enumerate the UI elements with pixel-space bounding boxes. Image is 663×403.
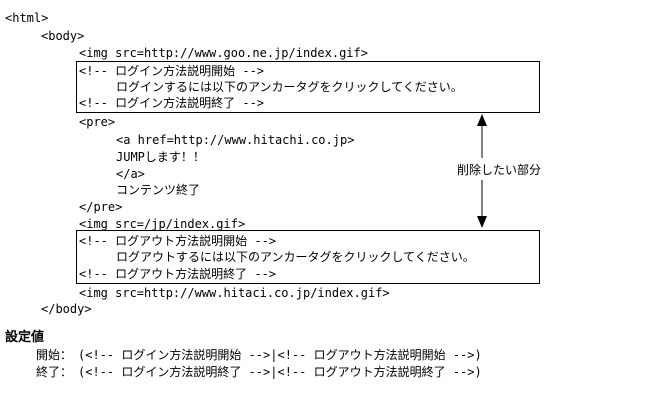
code-line-jump: JUMPします！！ xyxy=(116,150,205,164)
settings-start-value: (<!-- ログイン方法説明開始 -->|<!-- ログアウト方法説明開始 --… xyxy=(78,348,482,362)
code-line-body-open: <body> xyxy=(41,29,85,43)
code-line-pre-close: </pre> xyxy=(79,200,123,214)
code-line-anchor-close: </a> xyxy=(116,167,145,181)
settings-end-value: (<!-- ログイン方法説明終了 -->|<!-- ログアウト方法説明終了 --… xyxy=(78,365,482,379)
settings-start-label: 開始： xyxy=(36,348,73,362)
code-line-logout-text: ログアウトするには以下のアンカータグをクリックしてください。 xyxy=(116,250,475,264)
code-line-login-start: <!-- ログイン方法説明開始 --> xyxy=(79,64,265,78)
code-line-logout-start: <!-- ログアウト方法説明開始 --> xyxy=(79,234,277,248)
code-line-img1: <img src=http://www.goo.ne.jp/index.gif> xyxy=(79,46,368,60)
code-line-img2: <img src=/jp/index.gif> xyxy=(79,217,246,231)
settings-end-label: 終了： xyxy=(36,365,73,379)
login-comment-box xyxy=(76,61,540,113)
code-line-content-end: コンテンツ終了 xyxy=(116,183,201,197)
settings-heading: 設定値 xyxy=(5,330,45,345)
code-line-pre-open: <pre> xyxy=(79,115,116,129)
delete-target-label: 削除したい部分 xyxy=(457,163,542,177)
code-line-login-end: <!-- ログイン方法説明終了 --> xyxy=(79,96,265,110)
code-line-anchor-open: <a href=http://www.hitachi.co.jp> xyxy=(116,133,355,147)
code-line-img3: <img src=http://www.hitaci.co.jp/index.g… xyxy=(79,286,390,300)
logout-comment-box xyxy=(76,230,540,284)
code-line-logout-end: <!-- ログアウト方法説明終了 --> xyxy=(79,267,277,281)
code-line-body-close: </body> xyxy=(41,302,92,316)
code-line-login-text: ログインするには以下のアンカータグをクリックしてください。 xyxy=(116,80,463,94)
code-line-html-open: <html> xyxy=(5,11,49,25)
